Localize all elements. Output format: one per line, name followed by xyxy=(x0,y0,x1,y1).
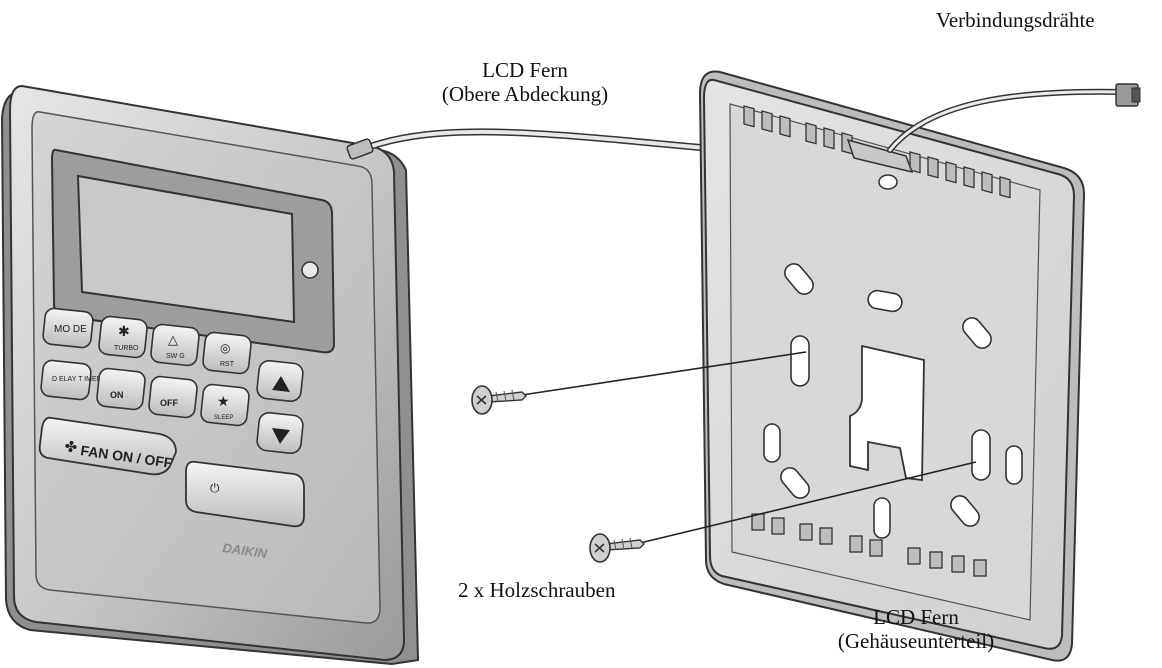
lcd-remote-base xyxy=(698,70,1086,662)
brand-logo: DAIKIN xyxy=(222,540,269,561)
timer-on-button[interactable]: ON xyxy=(96,367,146,411)
up-arrow-button[interactable] xyxy=(256,359,304,403)
top-cover-label-line1: LCD Fern xyxy=(482,58,568,82)
swing-icon: △ xyxy=(168,332,178,347)
timer-off-label: OFF xyxy=(160,398,178,408)
mode-button-label: MO DE xyxy=(54,324,87,335)
top-cover-label: LCD Fern (Obere Abdeckung) xyxy=(420,58,630,106)
power-icon: ⏻ xyxy=(210,481,220,495)
delay-timer-button[interactable]: D ELAY T IMER xyxy=(40,359,102,401)
reset-button[interactable]: ◎ RST xyxy=(202,331,252,375)
timer-off-button[interactable]: OFF xyxy=(148,375,198,419)
sleep-icon: ★ xyxy=(217,395,230,410)
turbo-label: TURBO xyxy=(114,345,139,352)
base-label-line1: LCD Fern xyxy=(873,605,959,629)
connecting-wires xyxy=(887,83,1141,153)
base-label-line2: (Gehäuseunterteil) xyxy=(837,629,995,653)
delay-timer-label: D ELAY T IMER xyxy=(52,376,102,383)
swing-button[interactable]: △ SW G xyxy=(150,323,200,367)
turbo-button[interactable]: ✱ TURBO xyxy=(98,315,148,359)
lcd-remote-top-cover: MO DE ✱ TURBO △ SW G ◎ RST D ELAY T IMER xyxy=(0,84,420,666)
top-cover-label-line2: (Obere Abdeckung) xyxy=(441,82,609,106)
reset-label: RST xyxy=(220,361,235,368)
screws-label: 2 x Holzschrauben xyxy=(458,578,616,602)
sleep-button[interactable]: ★ SLEEP xyxy=(200,383,250,427)
timer-on-label: ON xyxy=(110,390,124,400)
fan-on-off-button[interactable]: ✤ FAN ON / OFF xyxy=(38,416,177,476)
mode-button[interactable]: MO DE xyxy=(42,307,94,349)
down-arrow-icon xyxy=(272,428,290,444)
up-arrow-icon xyxy=(272,376,290,392)
reset-icon: ◎ xyxy=(220,341,230,355)
wood-screw-upper xyxy=(471,351,807,415)
swing-label: SW G xyxy=(166,353,185,360)
power-button[interactable]: ⏻ xyxy=(185,460,305,528)
wood-screw-lower xyxy=(589,461,977,563)
wires-label: Verbindungsdrähte xyxy=(936,8,1095,32)
base-label: LCD Fern (Gehäuseunterteil) xyxy=(806,605,1026,653)
turbo-icon: ✱ xyxy=(118,325,130,340)
fan-icon: ✤ xyxy=(63,439,78,457)
down-arrow-button[interactable] xyxy=(256,411,304,455)
sleep-label: SLEEP xyxy=(214,415,233,421)
